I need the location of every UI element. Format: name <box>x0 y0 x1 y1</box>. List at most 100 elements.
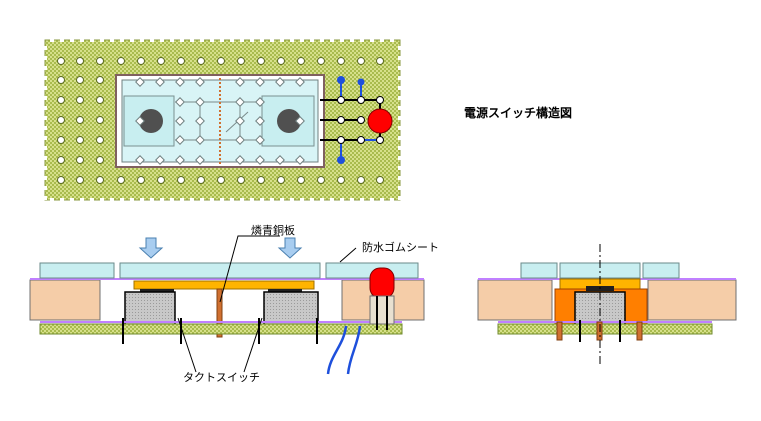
pcb-notch <box>50 198 54 202</box>
pcb-notch <box>190 198 194 202</box>
pcb-notch <box>398 96 402 100</box>
pcb-notch <box>130 38 134 42</box>
end-enclosure-right <box>647 279 737 321</box>
blue-wire-1 <box>326 325 348 375</box>
pcb-hole <box>57 156 65 164</box>
pcb-notch <box>140 38 144 42</box>
pcb-notch <box>60 198 64 202</box>
pcb-notch <box>270 198 274 202</box>
pcb-notch <box>43 66 47 70</box>
end-cover-right <box>642 262 680 279</box>
pcb-hole <box>277 57 285 65</box>
pcb-hole <box>137 176 145 184</box>
pcb-notch <box>290 198 294 202</box>
pcb-notch <box>330 38 334 42</box>
pcb-notch <box>220 198 224 202</box>
pcb-hole <box>157 176 165 184</box>
pcb-notch <box>140 198 144 202</box>
right-switch-button <box>277 109 301 133</box>
pcb-notch <box>300 198 304 202</box>
blue-wire-2 <box>346 325 362 375</box>
module-pad <box>255 97 265 107</box>
module-pad <box>175 135 185 145</box>
pcb-notch <box>330 198 334 202</box>
pcb-notch <box>170 198 174 202</box>
pcb-hole <box>96 116 104 124</box>
pcb-hole <box>57 176 65 184</box>
switch-legs <box>122 318 318 344</box>
press-arrow-left <box>138 237 164 259</box>
diagram-title: 電源スイッチ構造図 <box>464 105 572 120</box>
pcb-notch <box>398 136 402 140</box>
pcb-hole <box>197 57 205 65</box>
pcb-notch <box>320 38 324 42</box>
label-waterproof-rubber: 防水ゴムシート <box>362 240 439 254</box>
pcb-notch <box>398 116 402 120</box>
end-pcb <box>497 323 713 335</box>
left-switch-button <box>139 109 163 133</box>
pcb-hole <box>317 57 325 65</box>
label-tact-switch: タクトスイッチ <box>183 371 260 384</box>
pcb-notch <box>370 198 374 202</box>
pcb-notch <box>398 126 402 130</box>
end-section-view <box>477 244 737 366</box>
pcb-notch <box>160 198 164 202</box>
pcb-hole <box>137 57 145 65</box>
pcb-notch <box>210 198 214 202</box>
pcb-notch <box>310 198 314 202</box>
pcb-hole <box>96 96 104 104</box>
led-base <box>369 295 395 325</box>
pcb-hole <box>237 176 245 184</box>
pcb-notch <box>270 38 274 42</box>
pcb-hole <box>337 57 345 65</box>
left-tact-switch <box>124 291 176 327</box>
pcb-notch <box>100 198 104 202</box>
pcb-notch <box>380 38 384 42</box>
pcb-hole <box>57 116 65 124</box>
pcb-notch <box>340 198 344 202</box>
end-cover-left <box>520 262 558 279</box>
pcb-hole <box>197 176 205 184</box>
pcb-notch <box>190 38 194 42</box>
pcb-hole <box>117 176 125 184</box>
pcb-edge-notches <box>43 38 402 202</box>
pcb-notch <box>390 198 394 202</box>
pcb-notch <box>260 198 264 202</box>
module-pad <box>235 116 245 126</box>
pcb-hole <box>157 57 165 65</box>
pcb-notch <box>250 38 254 42</box>
pcb-notch <box>80 198 84 202</box>
pcb-hole <box>57 96 65 104</box>
pcb-notch <box>130 198 134 202</box>
leader-lines <box>177 235 357 373</box>
pcb-hole <box>76 76 84 84</box>
pcb-hole <box>57 57 65 65</box>
module-pad <box>175 116 185 126</box>
module-pad <box>175 155 185 165</box>
pcb-notch <box>200 38 204 42</box>
pcb-notch <box>398 66 402 70</box>
pcb-notch <box>250 198 254 202</box>
cover-left <box>39 262 115 279</box>
module-pad <box>155 155 165 165</box>
module-pad <box>135 116 145 126</box>
module-pad <box>235 97 245 107</box>
pcb-notch <box>43 156 47 160</box>
pcb-notch <box>310 38 314 42</box>
end-enclosure-left <box>477 279 553 321</box>
module-pad <box>175 97 185 107</box>
module-pad <box>195 77 205 87</box>
pcb-notch <box>60 38 64 42</box>
wire-nodes-blue <box>337 76 365 164</box>
module-pad <box>135 77 145 87</box>
pcb-notch <box>180 38 184 42</box>
right-actuator <box>268 289 302 293</box>
module-pad <box>295 155 305 165</box>
pcb-notch <box>240 38 244 42</box>
pcb-notch <box>230 198 234 202</box>
pcb-notch <box>398 56 402 60</box>
pcb-notch <box>398 86 402 90</box>
pcb-notch <box>280 198 284 202</box>
pcb-notch <box>120 38 124 42</box>
led-top-view <box>367 108 393 134</box>
